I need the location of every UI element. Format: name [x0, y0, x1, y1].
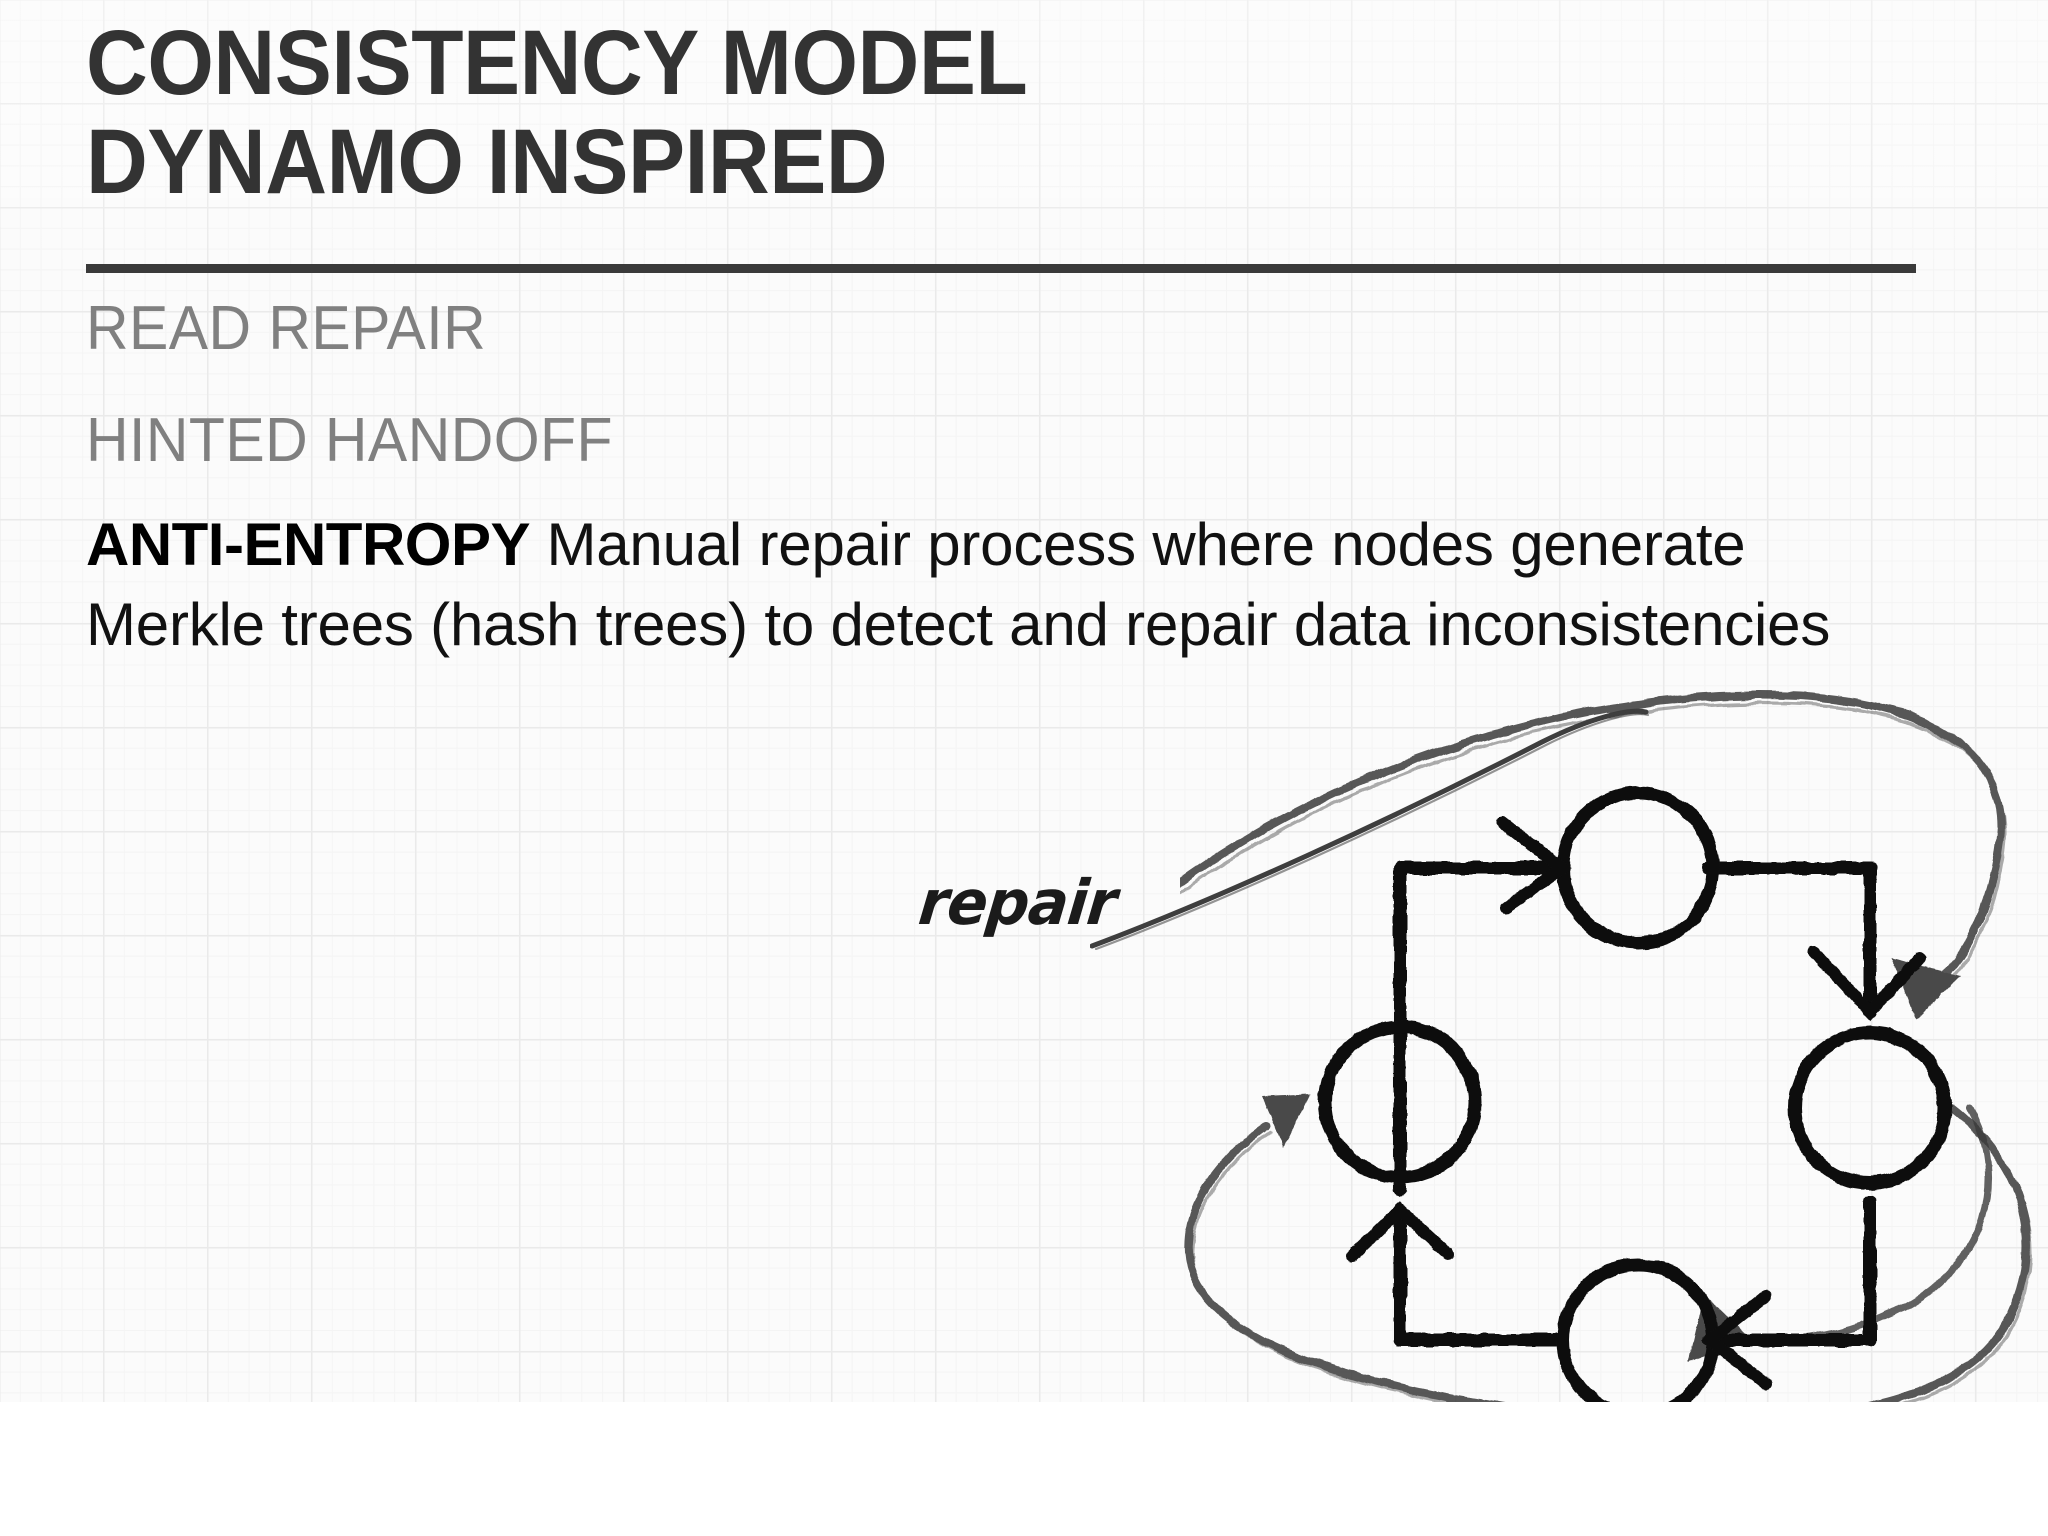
node-top	[1556, 786, 1720, 950]
sweep-arc-top	[1180, 690, 2007, 986]
sweep-arc-inner	[1696, 1104, 1992, 1344]
edge-arrowheads	[1346, 816, 1926, 1390]
node-right	[1788, 1026, 1952, 1190]
sweep-arc-bottom-arrowhead-left	[1262, 1094, 1310, 1148]
slide-footer: SimpleGeo™ web 2.0 EXPO	[0, 1402, 2048, 1536]
node-bottom	[1556, 1258, 1720, 1420]
repair-annotation-label: repair	[915, 866, 1120, 939]
title-line-2: DYNAMO INSPIRED	[86, 111, 888, 213]
graph-paper-background	[0, 0, 2048, 1402]
ring-nodes	[1318, 786, 1952, 1420]
body-paragraph: ANTI-ENTROPY Manual repair process where…	[86, 505, 1876, 665]
sub-item-hinted-handoff: HINTED HANDOFF	[86, 406, 613, 475]
ring-edges	[1393, 861, 1877, 1347]
body-lead-term: ANTI-ENTROPY	[86, 511, 531, 578]
title-line-1: CONSISTENCY MODEL	[86, 12, 1028, 114]
body-text: Manual repair process where nodes genera…	[86, 511, 1831, 658]
consistency-ring-diagram	[1180, 690, 2048, 1420]
node-left	[1318, 1020, 1482, 1184]
title-divider	[86, 264, 1916, 273]
sub-item-read-repair: READ REPAIR	[86, 294, 487, 363]
page-title: CONSISTENCY MODEL DYNAMO INSPIRED	[86, 14, 1986, 212]
